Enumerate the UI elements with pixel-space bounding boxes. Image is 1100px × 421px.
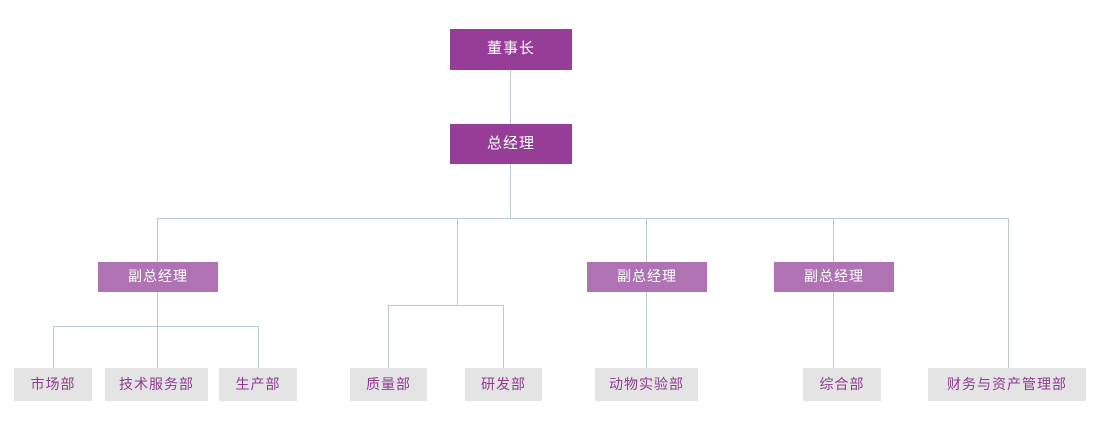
node-department-rnd[interactable]: 研发部 xyxy=(465,368,542,401)
connector-deputy-3-to-general-affairs xyxy=(833,292,834,368)
connector-deputy-1-to-market xyxy=(53,326,54,368)
node-department-market[interactable]: 市场部 xyxy=(14,368,92,401)
connector-bus-to-quality-rnd-branch xyxy=(457,218,458,305)
connector-quality-rnd-bus xyxy=(388,305,504,306)
node-deputy-general-manager-1[interactable]: 副总经理 xyxy=(98,262,218,292)
connector-deputy-1-bus xyxy=(53,326,258,327)
connector-branch-to-quality xyxy=(388,305,389,368)
node-department-general-affairs[interactable]: 综合部 xyxy=(803,368,881,401)
connector-bus-to-deputy-3 xyxy=(833,218,834,262)
connector-deputy-1-trunk xyxy=(157,292,158,326)
connector-deputy-1-to-production xyxy=(258,326,259,368)
connector-bus-to-finance-dept xyxy=(1008,218,1009,368)
node-deputy-general-manager-2[interactable]: 副总经理 xyxy=(587,262,707,292)
connector-deputy-1-to-tech-service xyxy=(157,326,158,368)
connector-bus-to-deputy-2 xyxy=(646,218,647,262)
node-chairman[interactable]: 董事长 xyxy=(450,29,572,70)
connector-deputy-2-to-animal-lab xyxy=(646,292,647,368)
connector-chairman-to-gm xyxy=(510,70,511,124)
connector-gm-trunk xyxy=(510,164,511,218)
connector-branch-to-rnd xyxy=(503,305,504,368)
node-deputy-general-manager-3[interactable]: 副总经理 xyxy=(774,262,894,292)
node-general-manager[interactable]: 总经理 xyxy=(450,124,572,164)
node-department-production[interactable]: 生产部 xyxy=(219,368,297,401)
connector-bus-to-deputy-1 xyxy=(157,218,158,262)
node-department-tech-service[interactable]: 技术服务部 xyxy=(105,368,208,401)
node-department-animal-lab[interactable]: 动物实验部 xyxy=(595,368,698,401)
node-department-finance-asset[interactable]: 财务与资产管理部 xyxy=(928,368,1086,401)
connector-main-bus xyxy=(157,218,1009,219)
node-department-quality[interactable]: 质量部 xyxy=(350,368,427,401)
